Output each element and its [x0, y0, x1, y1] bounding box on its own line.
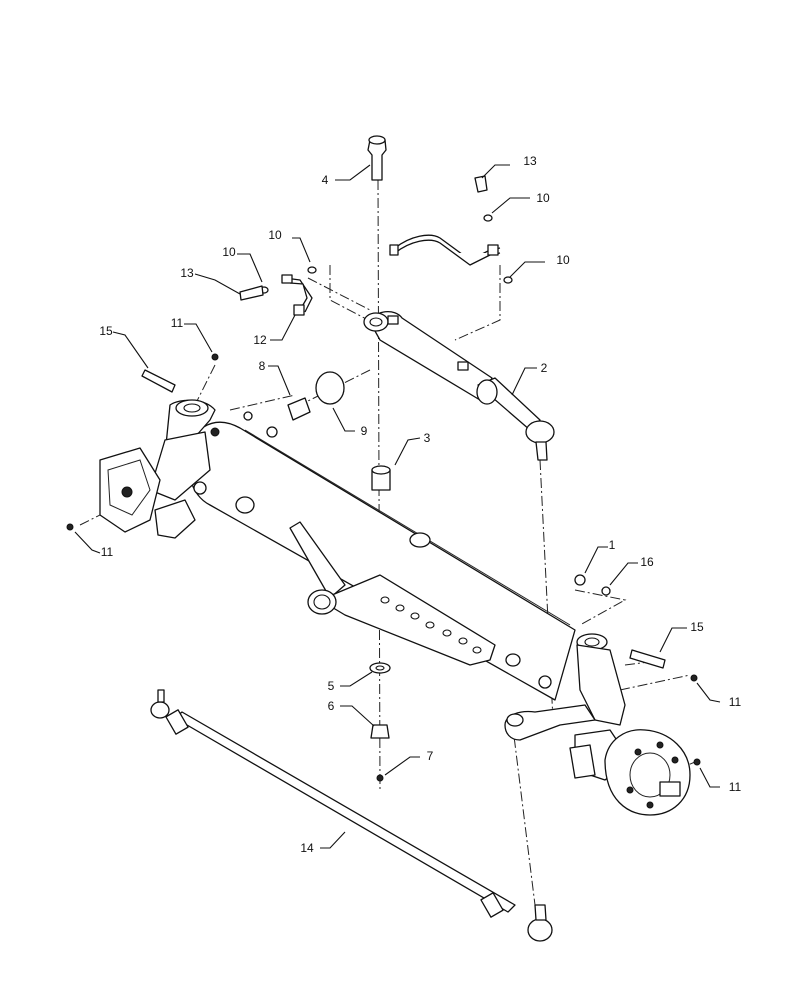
callout-4: 4: [322, 173, 329, 187]
callout-13-upper: 13: [523, 154, 537, 168]
callout-2: 2: [541, 361, 548, 375]
callout-16: 16: [640, 555, 654, 569]
callout-9: 9: [361, 424, 368, 438]
callout-10-left: 10: [222, 245, 236, 259]
callout-11-upper-left: 11: [171, 316, 184, 330]
callout-11-right-upper: 11: [729, 695, 742, 709]
callout-1: 1: [609, 538, 616, 552]
callout-11-lower-left: 11: [101, 545, 114, 559]
callout-15-left: 15: [99, 324, 113, 338]
axle-plug: [235, 496, 255, 514]
leader-lines: [74, 164, 721, 849]
pivot-bracket: [289, 521, 496, 666]
callout-6: 6: [328, 699, 335, 713]
callout-10-left-top: 10: [268, 228, 282, 242]
callout-13-left: 13: [180, 266, 194, 280]
callout-14: 14: [300, 841, 314, 855]
hardware: [66, 135, 701, 782]
tie-rod: [150, 689, 553, 942]
callout-10-upper: 10: [536, 191, 550, 205]
callout-5: 5: [328, 679, 335, 693]
callout-12: 12: [253, 333, 267, 347]
callout-labels: 4 13 10 10 10 10 13 12 15 11 8 9 2 3 11 …: [99, 154, 741, 855]
callout-3: 3: [424, 431, 431, 445]
callout-10-right: 10: [556, 253, 570, 267]
callout-15-right: 15: [690, 620, 704, 634]
right-steering-knuckle: [504, 633, 691, 816]
callout-8: 8: [259, 359, 266, 373]
hydraulic-line-right: [389, 234, 501, 266]
left-steering-knuckle: [99, 399, 220, 539]
hydraulic-line-left: [281, 274, 313, 316]
axle-beam: [186, 421, 576, 701]
callout-11-right-lower: 11: [729, 780, 742, 794]
callout-7: 7: [427, 749, 434, 763]
steering-cylinder: [363, 311, 555, 461]
